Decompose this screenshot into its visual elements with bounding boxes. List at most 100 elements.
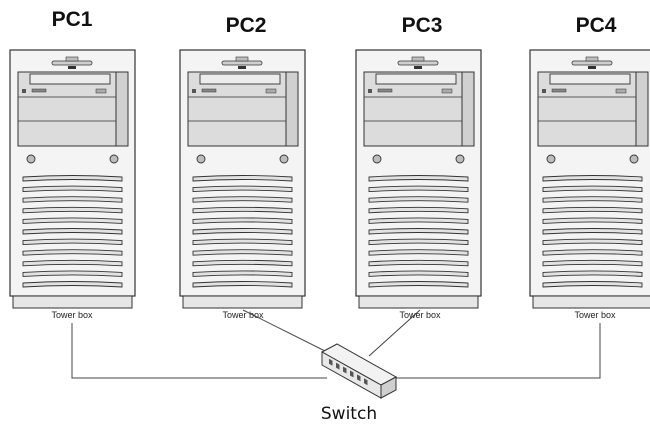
switch-port xyxy=(336,362,340,370)
pc4-caption: Tower box xyxy=(574,310,616,320)
vent-slat xyxy=(22,259,123,267)
optical-drive xyxy=(375,73,457,85)
vent-slat xyxy=(192,228,293,235)
drive-button xyxy=(265,88,277,94)
side-strip xyxy=(115,71,129,147)
switch-port xyxy=(343,366,347,374)
power-button xyxy=(372,154,382,164)
tower-base xyxy=(182,295,303,309)
drive-button xyxy=(95,88,107,94)
tower-led xyxy=(238,66,246,69)
vent-slat xyxy=(542,175,643,182)
optical-drive xyxy=(199,73,281,85)
tower-handle-knob xyxy=(65,56,79,62)
vent-slat xyxy=(22,281,123,288)
optical-drive xyxy=(549,73,631,85)
tower-handle-knob xyxy=(235,56,249,62)
vent-slat xyxy=(22,249,123,256)
vent-slat xyxy=(368,259,469,267)
vent-slat xyxy=(368,238,469,246)
pc2-caption: Tower box xyxy=(222,310,264,320)
vent-slat xyxy=(542,228,643,235)
link-pc2-switch xyxy=(242,309,336,357)
towers-group xyxy=(9,49,650,309)
tower-led xyxy=(588,66,596,69)
drive-indicator xyxy=(192,89,196,93)
pc3-title: PC3 xyxy=(402,14,443,37)
side-strip xyxy=(285,71,299,147)
drive-button xyxy=(441,88,453,94)
drive-indicator xyxy=(368,89,372,93)
vent-slat xyxy=(192,185,293,193)
tower-pc4 xyxy=(529,49,650,309)
network-switch xyxy=(320,343,398,399)
tower-base xyxy=(12,295,133,309)
tower-handle xyxy=(571,60,613,66)
pc2-title: PC2 xyxy=(226,14,267,37)
tower-handle xyxy=(397,60,439,66)
switch-port xyxy=(329,358,333,366)
pc1-title: PC1 xyxy=(52,8,93,31)
power-button xyxy=(546,154,556,164)
vent-slat xyxy=(368,185,469,193)
network-links xyxy=(71,309,601,379)
tower-led xyxy=(68,66,76,69)
vent-slat xyxy=(368,206,469,214)
side-strip xyxy=(635,71,649,147)
switch-port xyxy=(357,374,361,382)
vent-slat xyxy=(22,228,123,235)
vent-slat xyxy=(542,196,643,203)
tower-base xyxy=(532,295,650,309)
pc1-caption: Tower box xyxy=(51,310,93,320)
power-button xyxy=(196,154,206,164)
vent-slat xyxy=(542,249,643,256)
drive-indicator xyxy=(542,89,546,93)
reset-button xyxy=(455,154,465,164)
side-strip xyxy=(461,71,475,147)
vent-slat xyxy=(22,270,123,277)
vent-slat xyxy=(22,185,123,193)
vent-slat xyxy=(368,270,469,277)
vent-slat xyxy=(542,281,643,288)
vent-slat xyxy=(22,238,123,246)
vent-slat xyxy=(542,259,643,267)
vent-slat xyxy=(192,175,293,182)
tower-handle-knob xyxy=(585,56,599,62)
vent-slat xyxy=(542,238,643,246)
tower-led xyxy=(414,66,422,69)
drive-slot xyxy=(551,88,567,93)
drive-slot xyxy=(377,88,393,93)
vent-slat xyxy=(192,206,293,214)
drive-slot xyxy=(31,88,47,93)
vent-slat xyxy=(368,281,469,288)
vent-slat xyxy=(368,217,469,224)
tower-captions: Tower box Tower box Tower box Tower box xyxy=(51,310,616,320)
drive-slot xyxy=(201,88,217,93)
vent-slat xyxy=(542,217,643,224)
switch-side xyxy=(380,376,397,399)
tower-handle xyxy=(51,60,93,66)
link-pc1-switch xyxy=(71,323,327,379)
optical-drive xyxy=(29,73,111,85)
tower-pc2 xyxy=(179,49,306,309)
switch-label: Switch xyxy=(321,404,377,424)
vent-slat xyxy=(192,270,293,277)
vent-slat xyxy=(192,281,293,288)
drive-button xyxy=(615,88,627,94)
vent-slat xyxy=(22,217,123,224)
vent-slat xyxy=(192,196,293,203)
vent-slat xyxy=(192,249,293,256)
pc4-title: PC4 xyxy=(576,14,617,37)
vent-slat xyxy=(368,196,469,203)
pc-titles: PC1 PC2 PC3 PC4 xyxy=(52,8,617,37)
switch-port xyxy=(364,378,368,386)
vent-slat xyxy=(368,175,469,182)
vent-slat xyxy=(542,185,643,193)
reset-button xyxy=(279,154,289,164)
tower-base xyxy=(358,295,479,309)
drive-indicator xyxy=(22,89,26,93)
reset-button xyxy=(629,154,639,164)
vent-slat xyxy=(192,238,293,246)
pc3-caption: Tower box xyxy=(399,310,441,320)
